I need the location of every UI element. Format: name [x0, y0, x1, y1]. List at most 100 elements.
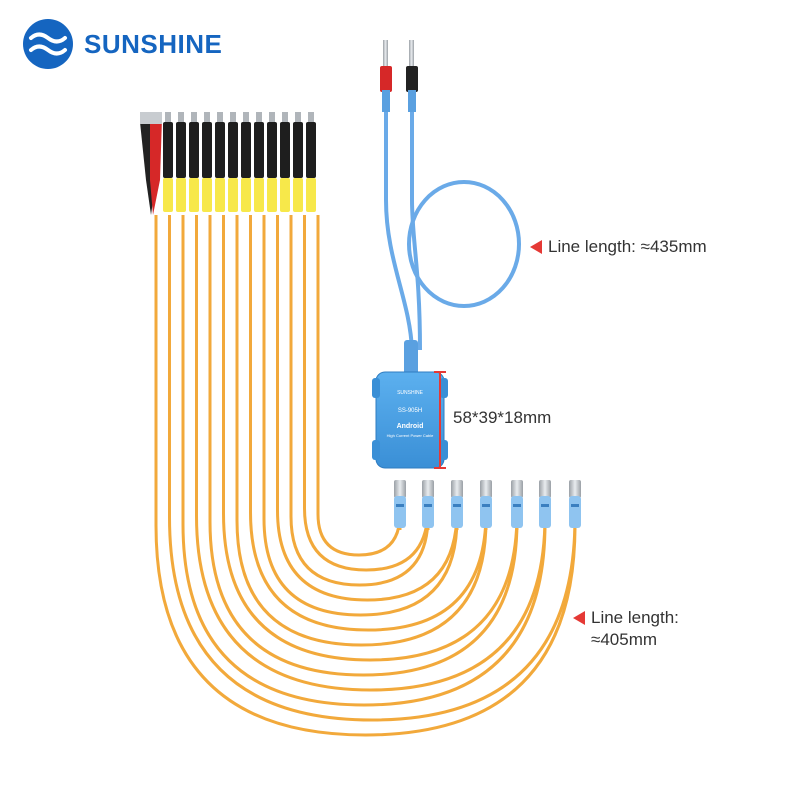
yellow-heatshrink — [306, 178, 316, 212]
brand-header: SUNSHINE — [22, 18, 222, 70]
orange-wire — [181, 215, 547, 707]
yellow-heatshrink — [267, 178, 277, 212]
red-triangle-marker-icon — [530, 240, 542, 254]
module-model: SS-905H — [398, 408, 422, 414]
connector-tip — [230, 112, 236, 122]
orange-wire-bundle — [154, 215, 577, 737]
orange-wire — [195, 215, 547, 692]
yellow-heatshrink — [202, 178, 212, 212]
connector-tip — [243, 112, 249, 122]
yellow-heatshrink — [215, 178, 225, 212]
red-banana-plug — [380, 66, 392, 92]
module-size-annotation: 58*39*18mm — [453, 407, 551, 429]
yellow-heatshrink — [176, 178, 186, 212]
cable-strain-relief — [404, 340, 418, 376]
connector-head — [163, 122, 173, 178]
red-banana-pin — [383, 40, 388, 68]
connector-tip — [308, 112, 314, 122]
sunshine-wave-logo-icon — [23, 19, 73, 69]
usb-c-plug-tip — [451, 480, 463, 498]
clip-jaws — [140, 112, 162, 124]
wire-length-line-2: ≈405mm — [591, 630, 658, 649]
usb-c-plug-body — [394, 496, 406, 528]
module-subtitle: High Current Power Cable — [387, 433, 434, 438]
module-size-text: 58*39*18mm — [453, 408, 552, 427]
connector-tip — [178, 112, 184, 122]
orange-wire — [316, 215, 402, 557]
usb-c-plug-stripe — [541, 504, 549, 507]
usb-c-plug-stripe — [482, 504, 490, 507]
connector-tip — [191, 112, 197, 122]
usb-c-plug-tip — [569, 480, 581, 498]
yellow-heatshrink — [189, 178, 199, 212]
usb-c-plug-tip — [511, 480, 523, 498]
brand-name: SUNSHINE — [84, 28, 223, 59]
usb-c-plug-body — [422, 496, 434, 528]
usb-c-plug-body — [511, 496, 523, 528]
connector-head — [189, 122, 199, 178]
connector-head-row — [163, 112, 316, 212]
black-banana-plug — [406, 66, 418, 92]
red-alligator-clip — [150, 118, 162, 215]
connector-head — [254, 122, 264, 178]
usb-c-plug-body — [480, 496, 492, 528]
connector-head — [306, 122, 316, 178]
usb-c-plug-stripe — [424, 504, 432, 507]
usb-c-plug-tip — [480, 480, 492, 498]
orange-wire — [154, 215, 577, 737]
wire-length-line-1: Line length: — [591, 608, 679, 627]
yellow-heatshrink — [280, 178, 290, 212]
usb-c-plug-tip — [539, 480, 551, 498]
android-power-module: SUNSHINE SS-905H Android High Current Po… — [372, 371, 448, 469]
orange-wire — [235, 215, 488, 647]
connector-tip — [256, 112, 262, 122]
connector-tip — [282, 112, 288, 122]
usb-c-plug-body — [451, 496, 463, 528]
connector-head — [228, 122, 238, 178]
orange-wire — [168, 215, 577, 722]
yellow-heatshrink — [241, 178, 251, 212]
usb-c-plug-body — [569, 496, 581, 528]
connector-tip — [217, 112, 223, 122]
orange-wire — [276, 215, 459, 602]
banana-plugs — [380, 40, 418, 112]
orange-wire — [222, 215, 519, 662]
orange-wire — [262, 215, 459, 617]
red-triangle-marker-icon — [573, 611, 585, 625]
connector-tip — [204, 112, 210, 122]
usb-c-plug-stripe — [396, 504, 404, 507]
connector-head — [215, 122, 225, 178]
cable-loop — [407, 180, 521, 308]
usb-c-plug-body — [539, 496, 551, 528]
cable-length-text: Line length: ≈435mm — [548, 237, 707, 256]
orange-wire — [208, 215, 519, 677]
connector-head — [176, 122, 186, 178]
connector-tip — [295, 112, 301, 122]
connector-head — [202, 122, 212, 178]
wire-length-annotation: Line length: ≈405mm — [573, 607, 679, 651]
yellow-heatshrink — [293, 178, 303, 212]
connector-head — [241, 122, 251, 178]
dimension-bracket-icon — [434, 371, 446, 469]
usb-c-plug-tip — [422, 480, 434, 498]
alligator-clips — [140, 112, 162, 215]
yellow-heatshrink — [254, 178, 264, 212]
black-banana-pin — [409, 40, 414, 68]
orange-wire — [249, 215, 488, 632]
module-label: Android — [397, 423, 424, 430]
usb-c-plug-tip — [394, 480, 406, 498]
blue-power-cable — [384, 112, 521, 376]
connector-tip — [269, 112, 275, 122]
orange-wire — [303, 215, 430, 572]
yellow-heatshrink — [163, 178, 173, 212]
usb-c-plug-stripe — [513, 504, 521, 507]
module-brand: SUNSHINE — [397, 390, 424, 396]
connector-head — [280, 122, 290, 178]
usb-c-plug-stripe — [453, 504, 461, 507]
usb-c-plug-row — [394, 480, 581, 528]
cable-length-annotation: Line length: ≈435mm — [530, 236, 707, 258]
connector-head — [267, 122, 277, 178]
connector-head — [293, 122, 303, 178]
usb-c-plug-stripe — [571, 504, 579, 507]
